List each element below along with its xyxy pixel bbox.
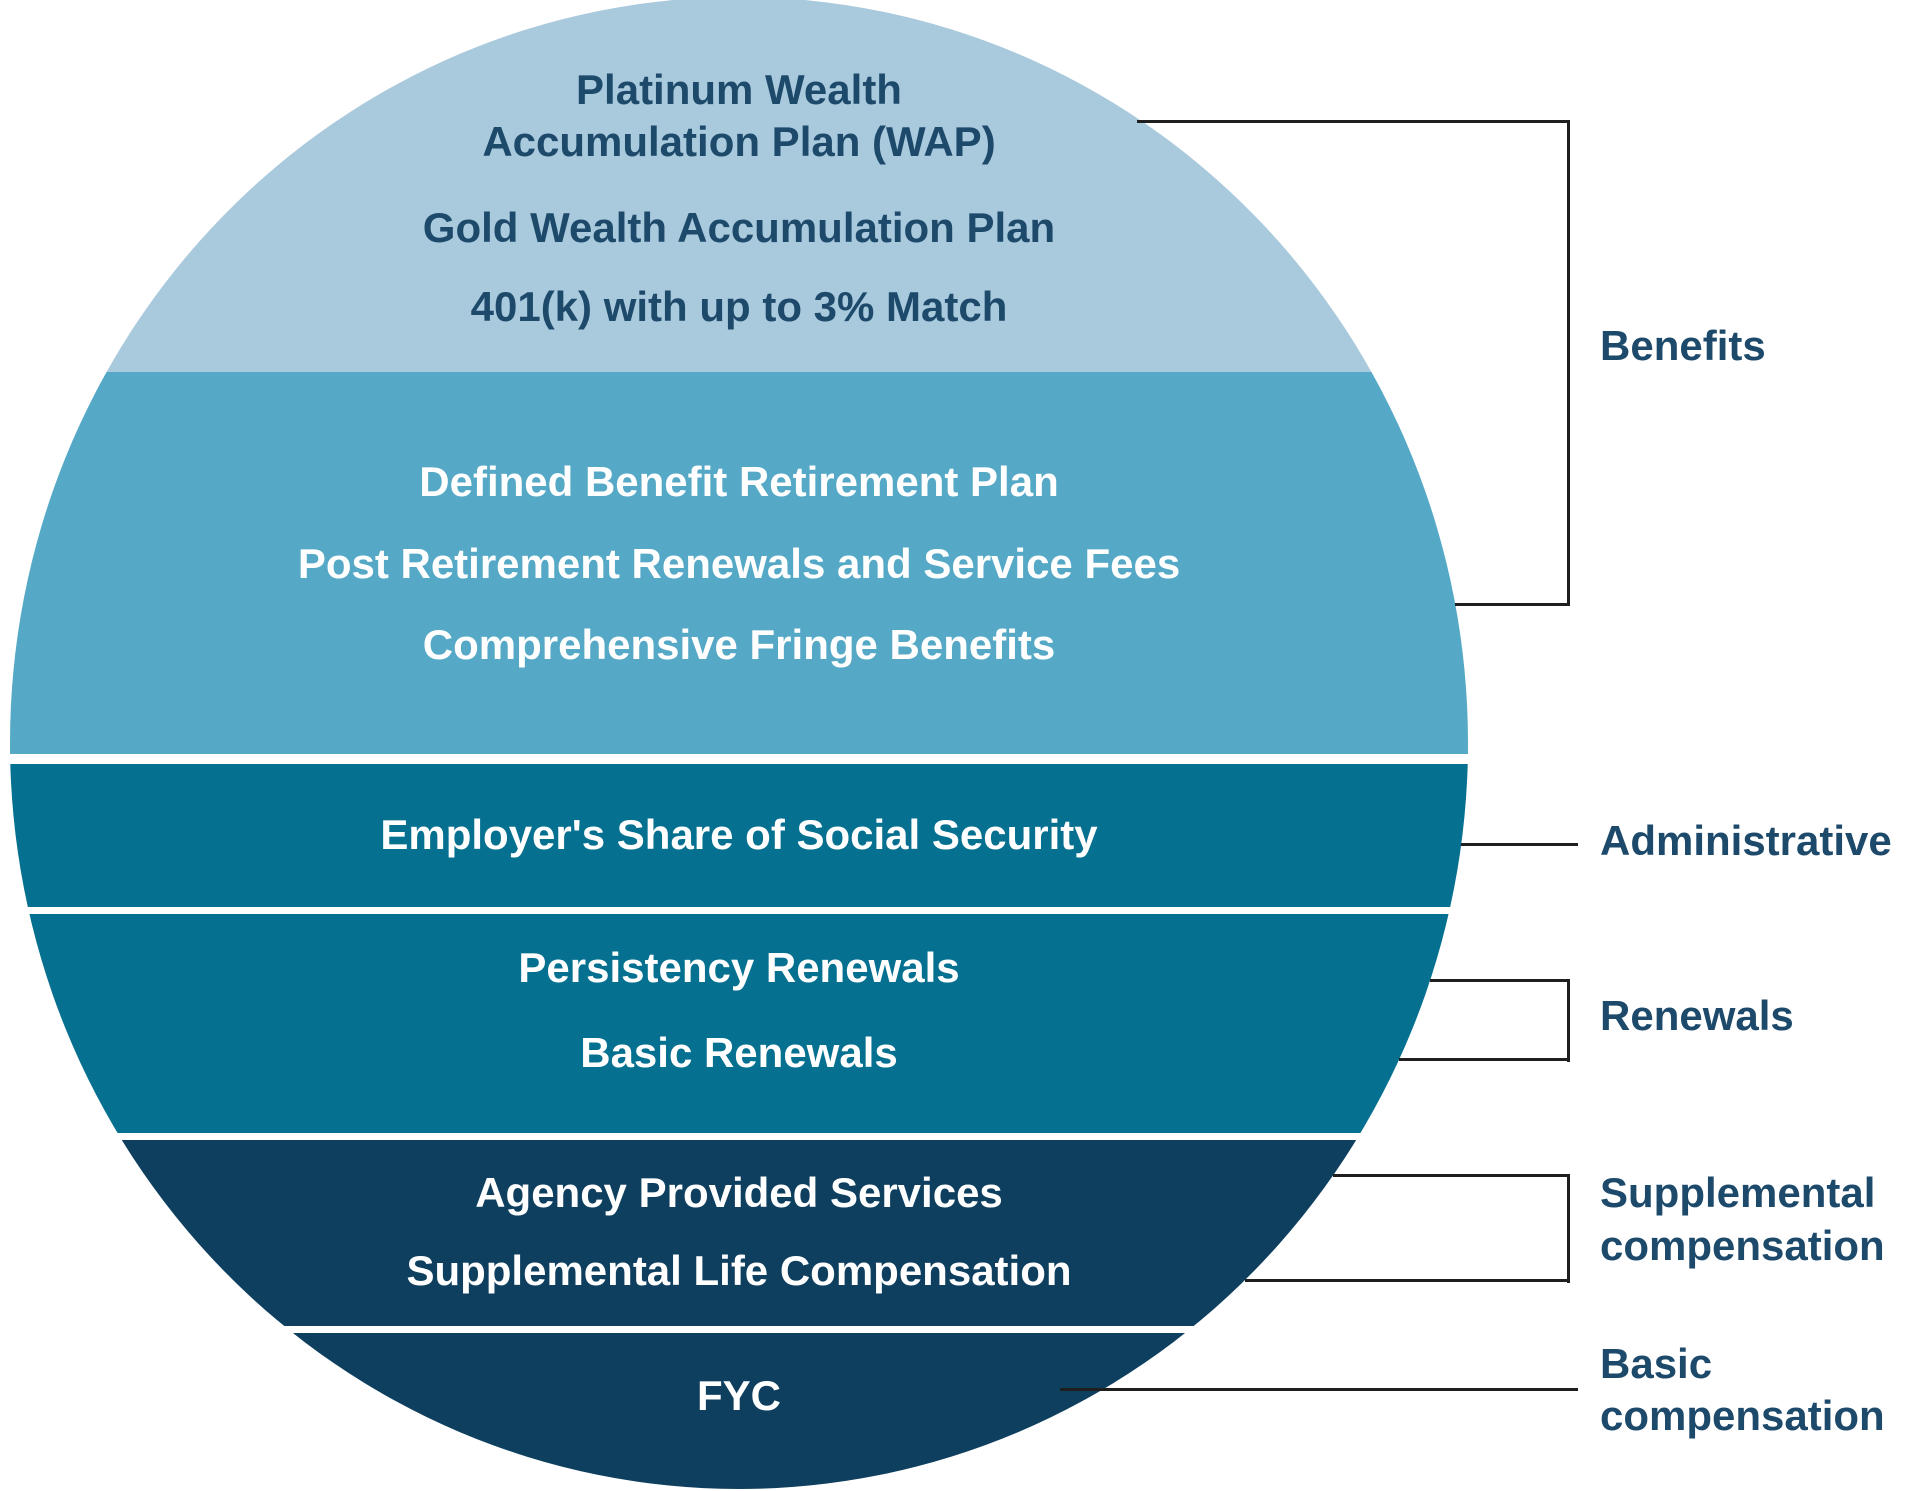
band-text-line: Accumulation Plan (WAP) <box>482 118 996 165</box>
callout-supplemental-label: Supplemental compensation <box>1600 1166 1918 1272</box>
renewals-bracket-vertical-line <box>1567 979 1570 1062</box>
band-benefits-retirement: Defined Benefit Retirement Plan Post Ret… <box>10 372 1468 754</box>
supplemental-bracket-vertical-line <box>1567 1174 1570 1283</box>
benefits-bracket-bottom-line <box>1455 603 1570 606</box>
callout-basic-line2: compensation <box>1600 1392 1885 1439</box>
supplemental-bracket-bottom-line <box>1245 1279 1570 1282</box>
band-text-line: Agency Provided Services <box>475 1169 1003 1216</box>
callout-supplemental-line2: compensation <box>1600 1222 1885 1269</box>
band-text-line: Comprehensive Fringe Benefits <box>422 621 1056 668</box>
band-text-line: Defined Benefit Retirement Plan <box>419 458 1059 505</box>
band-text-line: Basic Renewals <box>580 1029 898 1076</box>
benefits-bracket-vertical-line <box>1567 120 1570 606</box>
band-text-line: Gold Wealth Accumulation Plan <box>422 204 1056 251</box>
band-basic-compensation: FYC <box>10 1333 1468 1489</box>
band-text-line: Platinum Wealth <box>576 66 902 113</box>
callout-basic-label: Basic compensation <box>1600 1338 1918 1442</box>
renewals-bracket-top-line <box>1430 979 1570 982</box>
administrative-pointer-line <box>1461 843 1578 846</box>
benefits-bracket-top-line <box>1137 120 1570 123</box>
supplemental-bracket-top-line <box>1333 1174 1570 1177</box>
callout-renewals-label: Renewals <box>1600 992 1794 1039</box>
callout-administrative-label: Administrative <box>1600 817 1892 864</box>
band-benefits-plans: Platinum Wealth Accumulation Plan (WAP) … <box>10 0 1468 372</box>
band-text-line: FYC <box>697 1372 781 1419</box>
band-supplemental-compensation: Agency Provided Services Supplemental Li… <box>10 1140 1468 1326</box>
callout-basic-line1: Basic <box>1600 1340 1713 1387</box>
band-text-line: Post Retirement Renewals and Service Fee… <box>297 540 1181 587</box>
band-text-line: Supplemental Life Compensation <box>406 1247 1072 1294</box>
band-text-line: Persistency Renewals <box>518 944 960 991</box>
band-renewals: Persistency Renewals Basic Renewals <box>10 914 1468 1133</box>
compensation-wheel: Platinum Wealth Accumulation Plan (WAP) … <box>10 0 1468 1489</box>
band-administrative: Employer's Share of Social Security <box>10 764 1468 907</box>
callout-supplemental-line1: Supplemental <box>1600 1169 1876 1216</box>
basic-pointer-line <box>1060 1388 1578 1391</box>
renewals-bracket-bottom-line <box>1399 1058 1570 1061</box>
callout-benefits-label: Benefits <box>1600 322 1766 369</box>
band-text-line: Employer's Share of Social Security <box>380 811 1098 858</box>
band-text-line: 401(k) with up to 3% Match <box>470 283 1008 330</box>
